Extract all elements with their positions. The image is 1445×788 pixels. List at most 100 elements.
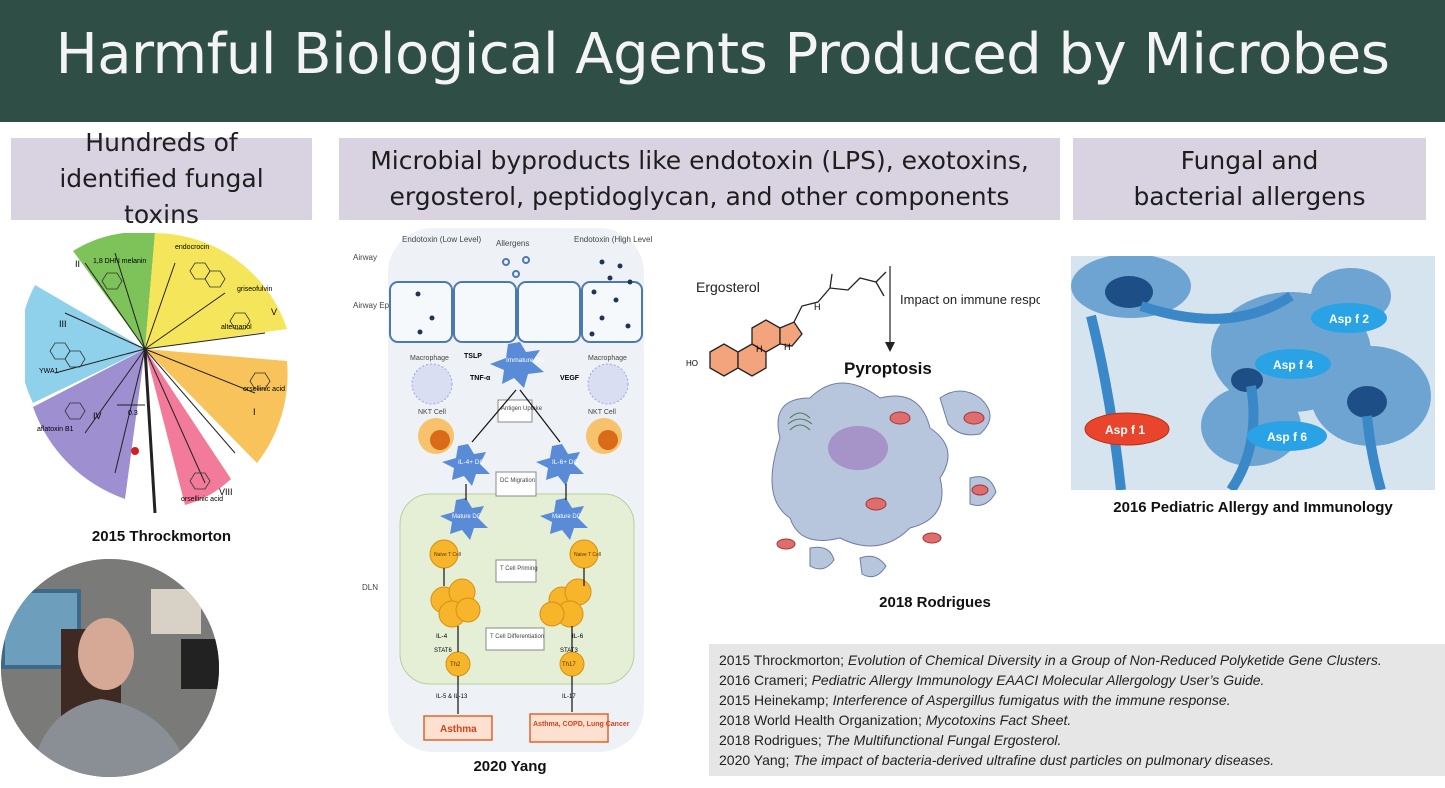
cell-label: NKT Cell bbox=[418, 409, 446, 416]
side-label: Airway bbox=[353, 253, 377, 262]
il6-dc-cell bbox=[536, 444, 584, 486]
ergosterol-pyroptosis-figure: Ergosterol HO H H H Impact on immune res… bbox=[680, 248, 1040, 590]
signal-label: IL-17 bbox=[562, 694, 576, 700]
clade-V-wedge bbox=[145, 233, 287, 349]
presenter-webcam bbox=[1, 559, 219, 777]
compound-label: endocrocin bbox=[175, 244, 209, 251]
golgi bbox=[787, 412, 813, 431]
cell-fragment bbox=[939, 390, 991, 436]
clade-label: V bbox=[271, 307, 277, 317]
allergen-label: Asp f 1 bbox=[1105, 423, 1145, 437]
clade-VIII-wedge bbox=[145, 349, 231, 505]
atom-label: H bbox=[784, 342, 791, 352]
signal-label: STAT6 bbox=[434, 648, 452, 654]
compound-label: alternariol bbox=[221, 324, 252, 331]
compound-label: orsellinic acid bbox=[181, 496, 223, 503]
reference-title: The Multifunctional Fungal Ergosterol. bbox=[825, 732, 1062, 748]
molecule-name: Ergosterol bbox=[696, 279, 760, 295]
reference-author: 2015 Throckmorton; bbox=[719, 652, 848, 668]
signal-label: IL-6 bbox=[572, 633, 584, 640]
reference-author: 2018 Rodrigues; bbox=[719, 732, 826, 748]
process-label: T Cell Differentiation bbox=[490, 634, 544, 640]
left-header-text: Hundreds of identified fungal toxins bbox=[59, 128, 264, 229]
right-figure-caption: 2016 Pediatric Allergy and Immunology bbox=[1113, 499, 1393, 516]
presenter-video-frame bbox=[1, 559, 219, 777]
side-label: DLN bbox=[362, 583, 378, 592]
aspergillus-svg: Asp f 2 Asp f 4 Asp f 1 Asp f 6 bbox=[1071, 256, 1435, 490]
arrow-label: Impact on immune response bbox=[900, 292, 1040, 307]
reference-item: 2015 Heinekamp; Interference of Aspergil… bbox=[719, 690, 1445, 710]
top-label: Endotoxin (Low Level) bbox=[402, 235, 481, 244]
il4-dc-cell bbox=[442, 444, 490, 486]
t-cell-cluster-right bbox=[539, 578, 592, 628]
reference-item: 2015 Throckmorton; Evolution of Chemical… bbox=[719, 650, 1445, 670]
compound-label: griseofulvin bbox=[237, 286, 273, 293]
cell-label: Th17 bbox=[562, 662, 576, 668]
compound-label: 1,8 DHN melanin bbox=[93, 258, 146, 265]
cell-label: Macrophage bbox=[410, 355, 449, 362]
pyroptosis-title: Pyroptosis bbox=[844, 359, 932, 378]
allergen-bubble bbox=[1255, 349, 1331, 379]
signal-label: VEGF bbox=[560, 375, 580, 382]
macrophage-left bbox=[411, 363, 453, 405]
process-label: DC Migration bbox=[500, 478, 535, 484]
macrophage-right bbox=[587, 363, 629, 405]
pathway-arrows bbox=[443, 389, 585, 714]
ergosterol-structure bbox=[709, 271, 887, 377]
allergen-label: Asp f 6 bbox=[1267, 430, 1307, 444]
signal-label: IL-5 & IL-13 bbox=[436, 694, 468, 700]
left-figure-caption: 2015 Throckmorton bbox=[91, 528, 232, 545]
atom-label: H bbox=[814, 302, 821, 312]
atom-label: H bbox=[756, 344, 763, 354]
ergosterol-svg: Ergosterol HO H H H Impact on immune res… bbox=[686, 266, 1040, 578]
references-box: 2015 Throckmorton; Evolution of Chemical… bbox=[709, 644, 1445, 776]
yang-pathway-svg: Airway Airway Epithelial Cells DLN Endot… bbox=[353, 228, 652, 752]
signal-label: STAT3 bbox=[560, 648, 578, 654]
reference-title: Evolution of Chemical Diversity in a Gro… bbox=[847, 652, 1382, 668]
signal-label: IL-4 bbox=[436, 633, 448, 640]
compound-label: aflatoxin B1 bbox=[37, 426, 74, 433]
clade-III-wedge bbox=[25, 285, 145, 403]
tree-branches bbox=[54, 252, 266, 514]
cell-label: Th2 bbox=[450, 662, 461, 668]
middle-header-text: Microbial byproducts like endotoxin (LPS… bbox=[370, 146, 1029, 211]
fungal-toxin-tree-svg: 0.3 II III IV V I VIII 1,8 DHN melanin e… bbox=[25, 233, 288, 514]
reference-item: 2018 World Health Organization; Mycotoxi… bbox=[719, 710, 1445, 730]
presenter-sweater bbox=[31, 699, 191, 777]
reference-title: Mycotoxins Fact Sheet. bbox=[925, 712, 1072, 728]
presenter-face bbox=[78, 618, 134, 690]
signal-label: TNF-α bbox=[470, 375, 491, 382]
immature-dc-cell bbox=[490, 342, 544, 388]
middle-column-header: Microbial byproducts like endotoxin (LPS… bbox=[339, 138, 1060, 220]
reference-item: 2018 Rodrigues; The Multifunctional Fung… bbox=[719, 730, 1445, 750]
cell-label: Naive T Cell bbox=[574, 552, 601, 558]
cell-label: Macrophage bbox=[588, 355, 627, 362]
allergen-bubble bbox=[1084, 412, 1170, 446]
cell-label: NKT Cell bbox=[588, 409, 616, 416]
yang-figure-caption: 2020 Yang bbox=[473, 758, 547, 775]
cell-fragment bbox=[809, 546, 835, 570]
yang-immune-pathway-figure: Airway Airway Epithelial Cells DLN Endot… bbox=[340, 222, 652, 754]
cell-label: IL-6+ DC bbox=[552, 459, 578, 466]
wall-frame bbox=[151, 589, 201, 634]
process-box bbox=[485, 627, 545, 651]
clade-II-wedge bbox=[73, 233, 155, 349]
chemical-structures bbox=[49, 262, 271, 490]
allergen-label: Asp f 4 bbox=[1273, 358, 1313, 372]
process-label: Antigen Uptake bbox=[501, 406, 543, 412]
outcome-label: Asthma bbox=[440, 724, 477, 735]
cell-nucleus bbox=[828, 426, 888, 470]
cell-fragment bbox=[859, 555, 887, 578]
fungal-toxin-tree-figure: 0.3 II III IV V I VIII 1,8 DHN melanin e… bbox=[25, 233, 295, 523]
right-column-header: Fungal and bacterial allergens bbox=[1073, 138, 1426, 220]
allergen-bubble bbox=[1247, 421, 1327, 451]
endotoxin-dots bbox=[415, 259, 633, 337]
atom-label: HO bbox=[686, 359, 698, 368]
t-cell-cluster-left bbox=[430, 578, 481, 628]
process-label: T Cell Priming bbox=[500, 566, 538, 572]
outcome-box bbox=[423, 715, 493, 741]
reference-item: 2020 Yang; The impact of bacteria-derive… bbox=[719, 750, 1445, 770]
signal-label: TSLP bbox=[464, 353, 482, 360]
epithelial-cells bbox=[389, 281, 643, 343]
slide-title: Harmful Biological Agents Produced by Mi… bbox=[55, 22, 1390, 87]
